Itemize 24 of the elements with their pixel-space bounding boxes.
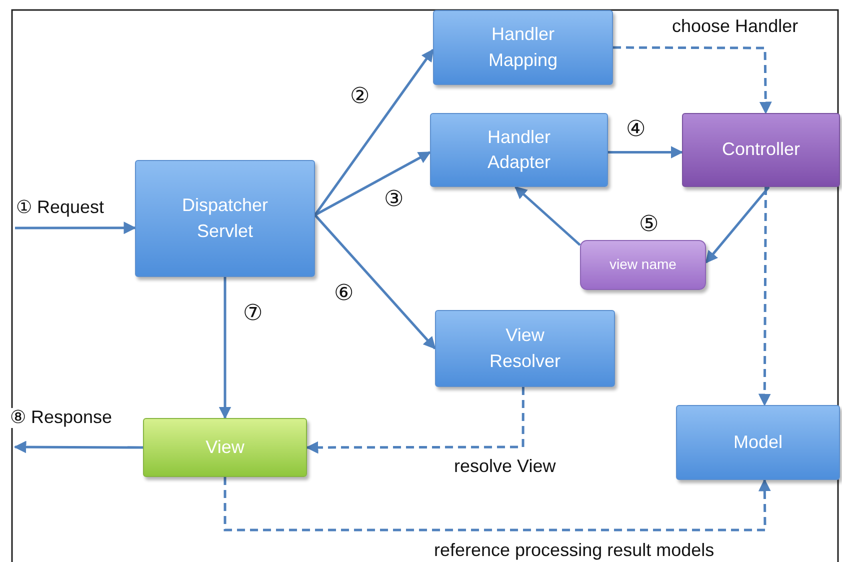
- arrow: [705, 186, 770, 264]
- dashed-arrow: [306, 387, 524, 454]
- arrow: [218, 277, 232, 420]
- arrow: [314, 151, 432, 216]
- arrow: [14, 440, 143, 454]
- view-name-box: view name: [580, 240, 706, 290]
- arrow: [514, 186, 581, 246]
- arrow: [15, 222, 136, 234]
- model-box: Model: [676, 405, 840, 480]
- dashed-arrow: [224, 477, 771, 532]
- arrow: [314, 214, 436, 350]
- controller-box: Controller: [682, 113, 840, 187]
- process-box: Handler Adapter: [430, 113, 608, 187]
- edge-label: ① Request: [14, 198, 106, 218]
- process-box: View Resolver: [435, 310, 615, 387]
- edge-label: ⑧ Response: [8, 408, 114, 428]
- dashed-arrow: [613, 46, 772, 114]
- dispatcher-box: Dispatcher Servlet: [135, 160, 315, 277]
- arrow: [314, 48, 434, 216]
- process-box: Handler Mapping: [433, 10, 613, 85]
- view-box: View: [143, 418, 307, 477]
- edge-label: reference processing result models: [432, 541, 716, 561]
- arrow: [608, 146, 684, 158]
- dashed-arrow: [758, 187, 771, 406]
